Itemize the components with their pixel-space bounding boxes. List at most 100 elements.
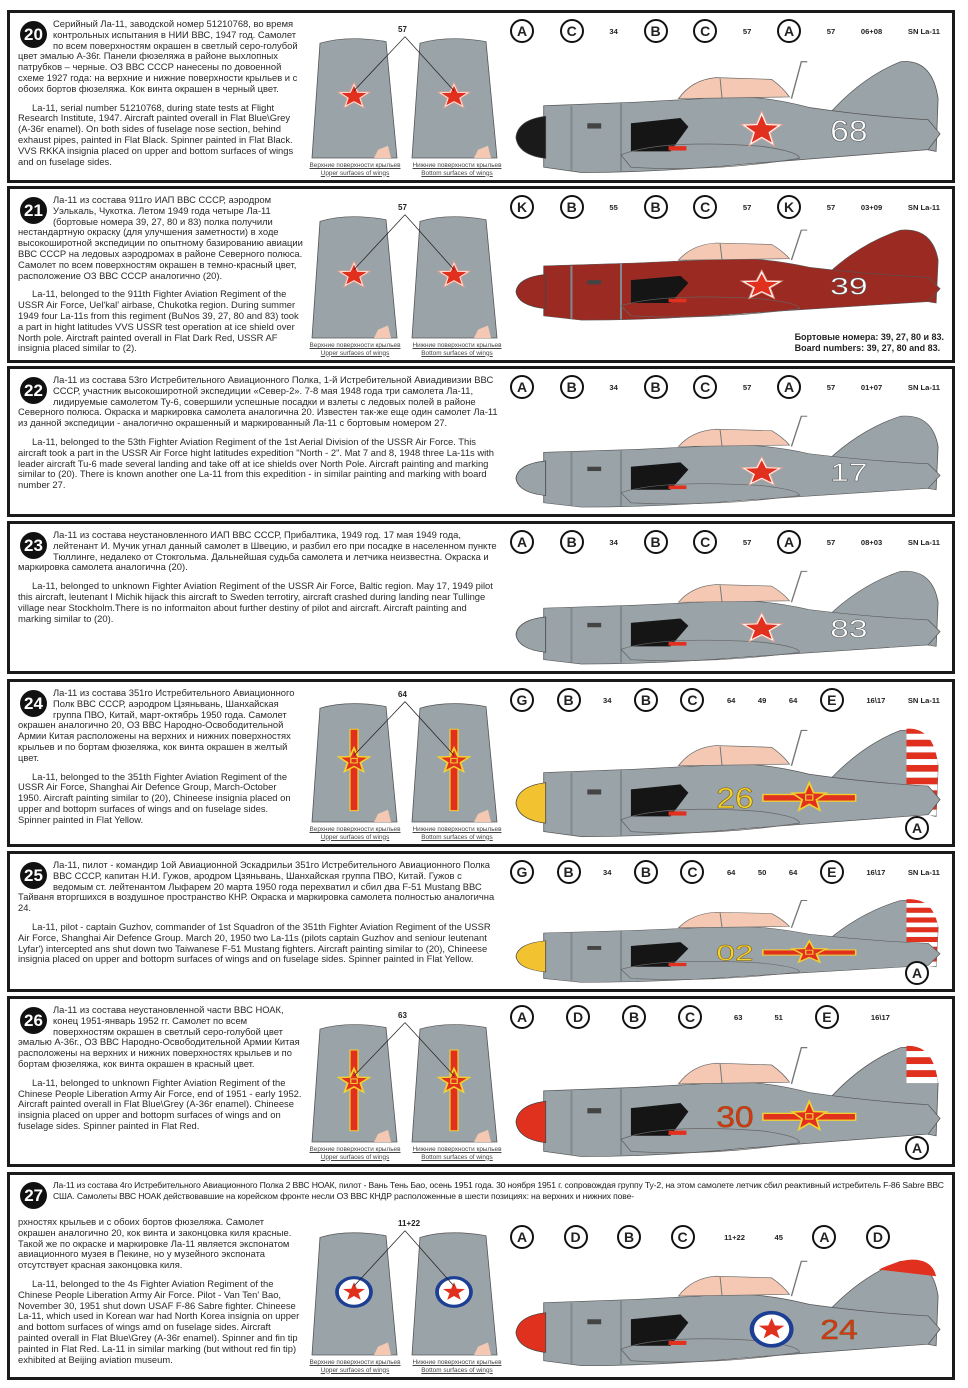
profile-number-badge: 26 (20, 1007, 47, 1034)
chinese-star (436, 1066, 472, 1094)
wing-panel (311, 1024, 398, 1143)
spinner (515, 940, 547, 973)
aircraft-side-view: 17 (515, 415, 941, 508)
spinner (515, 1100, 547, 1144)
spinner (515, 115, 547, 159)
callout-c: C (693, 19, 718, 43)
callout-b: B (622, 1005, 646, 1029)
leader-line (353, 36, 406, 91)
callout-a: A (777, 375, 802, 399)
wing-callout-number: 11+22 (398, 1219, 421, 1228)
callout-c: C (693, 195, 718, 219)
profile-number-badge: 25 (20, 862, 47, 889)
caption-en: Upper surfaces of wings (320, 169, 390, 177)
callout-decal-2: 34 (609, 26, 618, 36)
board-number: 17 (830, 460, 867, 487)
callout-k: K (777, 195, 802, 219)
wing-callout-number: 64 (398, 690, 407, 699)
canopy (677, 1275, 791, 1297)
caption-en: Bottom surfaces of wings (421, 1153, 493, 1161)
callout-c: C (693, 530, 718, 554)
antenna-mast (790, 1047, 808, 1085)
callout-decal-10: SN La-11 (907, 695, 940, 705)
spinner (515, 460, 547, 496)
leader-line (353, 1230, 406, 1287)
description-ru: Серийный Ла-11, заводской номер 51210768… (18, 18, 298, 94)
callout-b: B (556, 860, 581, 884)
profile-number-badge: 22 (20, 377, 47, 404)
wing-panel (411, 1024, 498, 1143)
board-number: 02 (716, 941, 753, 966)
canopy-frame (719, 429, 723, 447)
canopy-frame (719, 585, 723, 603)
exhaust-panel (630, 275, 689, 303)
wing-stencil (668, 298, 687, 303)
wing-panel (411, 38, 498, 159)
caption-ru: Нижние поверхности крыльев (412, 1146, 502, 1153)
wing-stencil (668, 1340, 687, 1345)
stencil-mark (587, 622, 602, 628)
spinner (515, 274, 547, 310)
canopy-frame (719, 243, 723, 261)
description-ru: Ла-11 из состава 911го ИАП ВВС СССР, аэр… (18, 194, 303, 281)
callout-k: K (510, 195, 534, 219)
canopy-frame (719, 1064, 723, 1084)
bayi-mark (350, 757, 358, 764)
exhaust-panel (630, 462, 689, 490)
aircraft-side-view: 02 (515, 899, 941, 983)
callout-a: A (777, 19, 802, 43)
profile-number-badge: 27 (20, 1182, 47, 1209)
leader-line (353, 1022, 406, 1077)
description: рхностях крыльев и с обоих бортов фюзеля… (18, 1216, 304, 1365)
chinese-star (336, 745, 372, 774)
callout-b: B (559, 530, 584, 554)
wing-tip-light (474, 1129, 491, 1142)
wing-tip-light (474, 1342, 491, 1355)
exhaust-panel (630, 618, 689, 647)
callout-b: B (633, 688, 658, 712)
nk-star (343, 1282, 365, 1300)
description-ru: Ла-11 из состава 53го Истребительного Ав… (18, 374, 498, 429)
board-number: 68 (830, 114, 867, 148)
aircraft-side-view: 30 (515, 1045, 941, 1157)
wing-tip-light (374, 325, 391, 338)
callout-decal-8: 08+03 (860, 537, 883, 547)
callout-e: E (819, 860, 844, 884)
antenna-mast (790, 415, 808, 447)
callout-a: A (510, 1225, 534, 1249)
leader-line (353, 214, 406, 270)
spinner (515, 782, 547, 824)
callout-bottom-a: A (905, 961, 929, 985)
stencil-mark (587, 1108, 602, 1114)
callout-a: A (510, 19, 534, 43)
wing-panel (311, 703, 398, 823)
callout-decal-7: 64 (788, 695, 798, 705)
insignia-bar (449, 728, 459, 812)
insignia-bar (449, 1049, 459, 1132)
leader-line (404, 1022, 455, 1077)
callout-c: C (559, 19, 584, 43)
callout-decal-2: 34 (609, 382, 618, 392)
soviet-star (745, 616, 778, 639)
wing-stencil (668, 811, 687, 816)
stencil-mark (587, 789, 602, 795)
callout-decal-5: 51 (774, 1012, 783, 1022)
aircraft-profile: 39 (515, 229, 941, 321)
wing-stencil (668, 641, 687, 646)
callout-decal-5: 64 (726, 867, 736, 877)
description-ru: Ла-11 из состава 4го Истребительного Ави… (53, 1180, 944, 1201)
aircraft-profile: 17 (515, 415, 941, 508)
callout-decal-9: SN La-11 (907, 382, 940, 392)
